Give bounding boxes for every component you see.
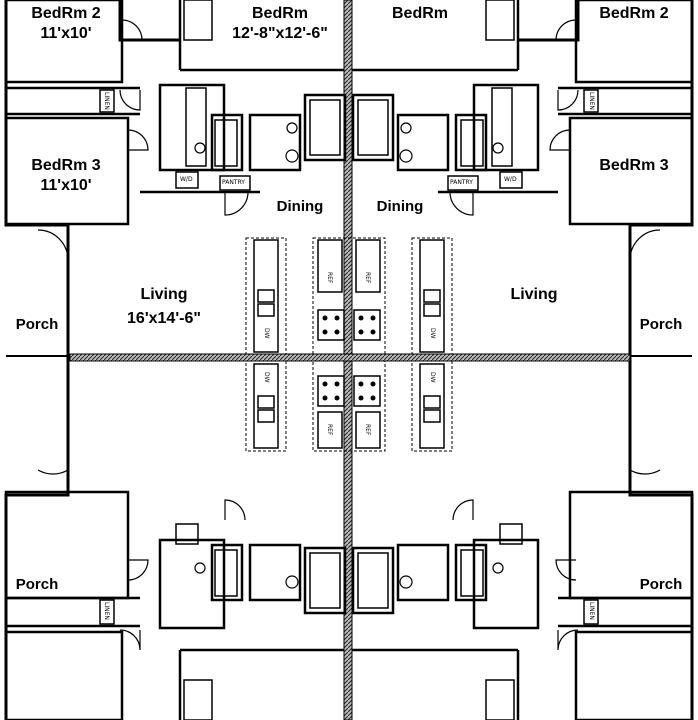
room-name: BedRm 2 [31, 5, 101, 22]
room-name: BedRm 3 [31, 157, 101, 174]
room-name: BedRm 3 [599, 157, 669, 174]
living-right-label: Living [510, 286, 558, 303]
pantry-tag: PANTRY [450, 179, 473, 186]
dishwasher-tag: DW [429, 328, 436, 339]
refrigerator-tag: REF [364, 272, 371, 284]
kitchen-counters [253, 239, 445, 449]
refrigerator-tag: REF [326, 272, 333, 284]
tr-master-bedroom-label: BedRm [372, 4, 468, 24]
room-size: 11'x10' [40, 25, 92, 42]
room-size: 12'-8"x12'-6" [232, 25, 328, 42]
porch-bottom-left-label: Porch [15, 576, 59, 593]
room-name: Living [140, 286, 188, 303]
dining-right-label: Dining [376, 198, 424, 215]
plumbing-fixtures [194, 122, 504, 589]
room-name: BedRm 2 [599, 5, 669, 22]
linen-closet-tag: LINEN [103, 602, 110, 620]
horizontal-party-wall [69, 353, 631, 362]
bottom-left-unit-walls [4, 490, 347, 720]
tl-master-bedroom-label: BedRm 12'-8"x12'-6" [216, 4, 344, 44]
door-swings [37, 19, 661, 651]
kitchen-cabinets [245, 237, 453, 452]
washer-dryer-tag: W/D [504, 176, 517, 183]
dishwasher-tag: DW [263, 372, 270, 383]
top-left-unit-walls [4, 0, 347, 226]
linen-closet-tag: LINEN [588, 602, 595, 620]
pantry-tag: PANTRY [222, 179, 245, 186]
dining-left-label: Dining [276, 198, 324, 215]
room-size: 11'x10' [40, 177, 92, 194]
refrigerator-tag: REF [364, 424, 371, 436]
living-left-label: Living 16'x14'-6" [108, 285, 220, 329]
tl-bedroom-2-label: BedRm 2 11'x10' [14, 4, 118, 44]
washer-dryer-tag: W/D [180, 176, 193, 183]
porch-bottom-right-label: Porch [639, 576, 683, 593]
tr-bedroom-2-label: BedRm 2 [584, 4, 684, 24]
room-name: BedRm [251, 5, 308, 22]
tl-bedroom-3-label: BedRm 3 11'x10' [14, 156, 118, 196]
linen-closet-tag: LINEN [103, 92, 110, 110]
porch-left-label: Porch [15, 316, 59, 333]
room-size: 16'x14'-6" [127, 310, 201, 327]
tr-bedroom-3-label: BedRm 3 [584, 156, 684, 176]
bottom-right-unit-walls [351, 490, 694, 720]
porch-right-label: Porch [639, 316, 683, 333]
linen-closet-tag: LINEN [588, 92, 595, 110]
room-name: BedRm [391, 5, 448, 22]
refrigerator-tag: REF [326, 424, 333, 436]
top-right-unit-walls [351, 0, 694, 226]
dishwasher-tag: DW [429, 372, 436, 383]
dishwasher-tag: DW [263, 328, 270, 339]
stove-burners [322, 315, 376, 401]
